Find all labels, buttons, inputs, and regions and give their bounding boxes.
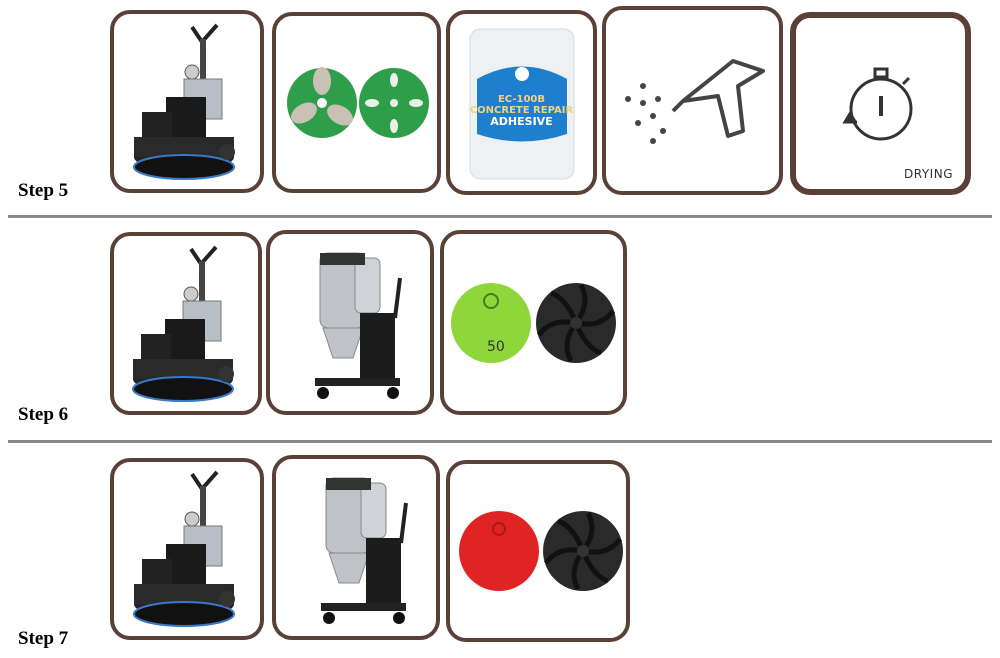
floor-grinder-image xyxy=(110,10,264,193)
step-7-label: Step 7 xyxy=(18,628,69,649)
floor-grinder-image xyxy=(110,232,262,415)
divider xyxy=(8,440,992,443)
adhesive-model: EC-100B xyxy=(497,94,546,105)
dust-extractor-image xyxy=(272,455,440,640)
floor-grinder-image xyxy=(110,458,264,640)
grit-label: 50 xyxy=(487,339,505,355)
metal-diamond-pads-image xyxy=(272,12,441,193)
red-resin-pad-image xyxy=(446,460,630,642)
step-6-label: Step 6 xyxy=(18,404,69,425)
stopwatch-icon xyxy=(841,67,912,140)
dust-extractor-image xyxy=(266,230,434,415)
drying-label: DRYING xyxy=(904,167,953,181)
spray-gun-icon xyxy=(602,6,783,195)
drying-timer-box: DRYING xyxy=(790,12,971,195)
adhesive-name: CONCRETE REPAIR xyxy=(469,105,574,116)
step-5-label: Step 5 xyxy=(18,180,69,201)
adhesive-type: ADHESIVE xyxy=(490,115,553,128)
concrete-repair-adhesive-image: EC-100B CONCRETE REPAIR ADHESIVE xyxy=(446,10,597,195)
green-resin-pad-image: 50 xyxy=(440,230,627,415)
divider xyxy=(8,215,992,218)
